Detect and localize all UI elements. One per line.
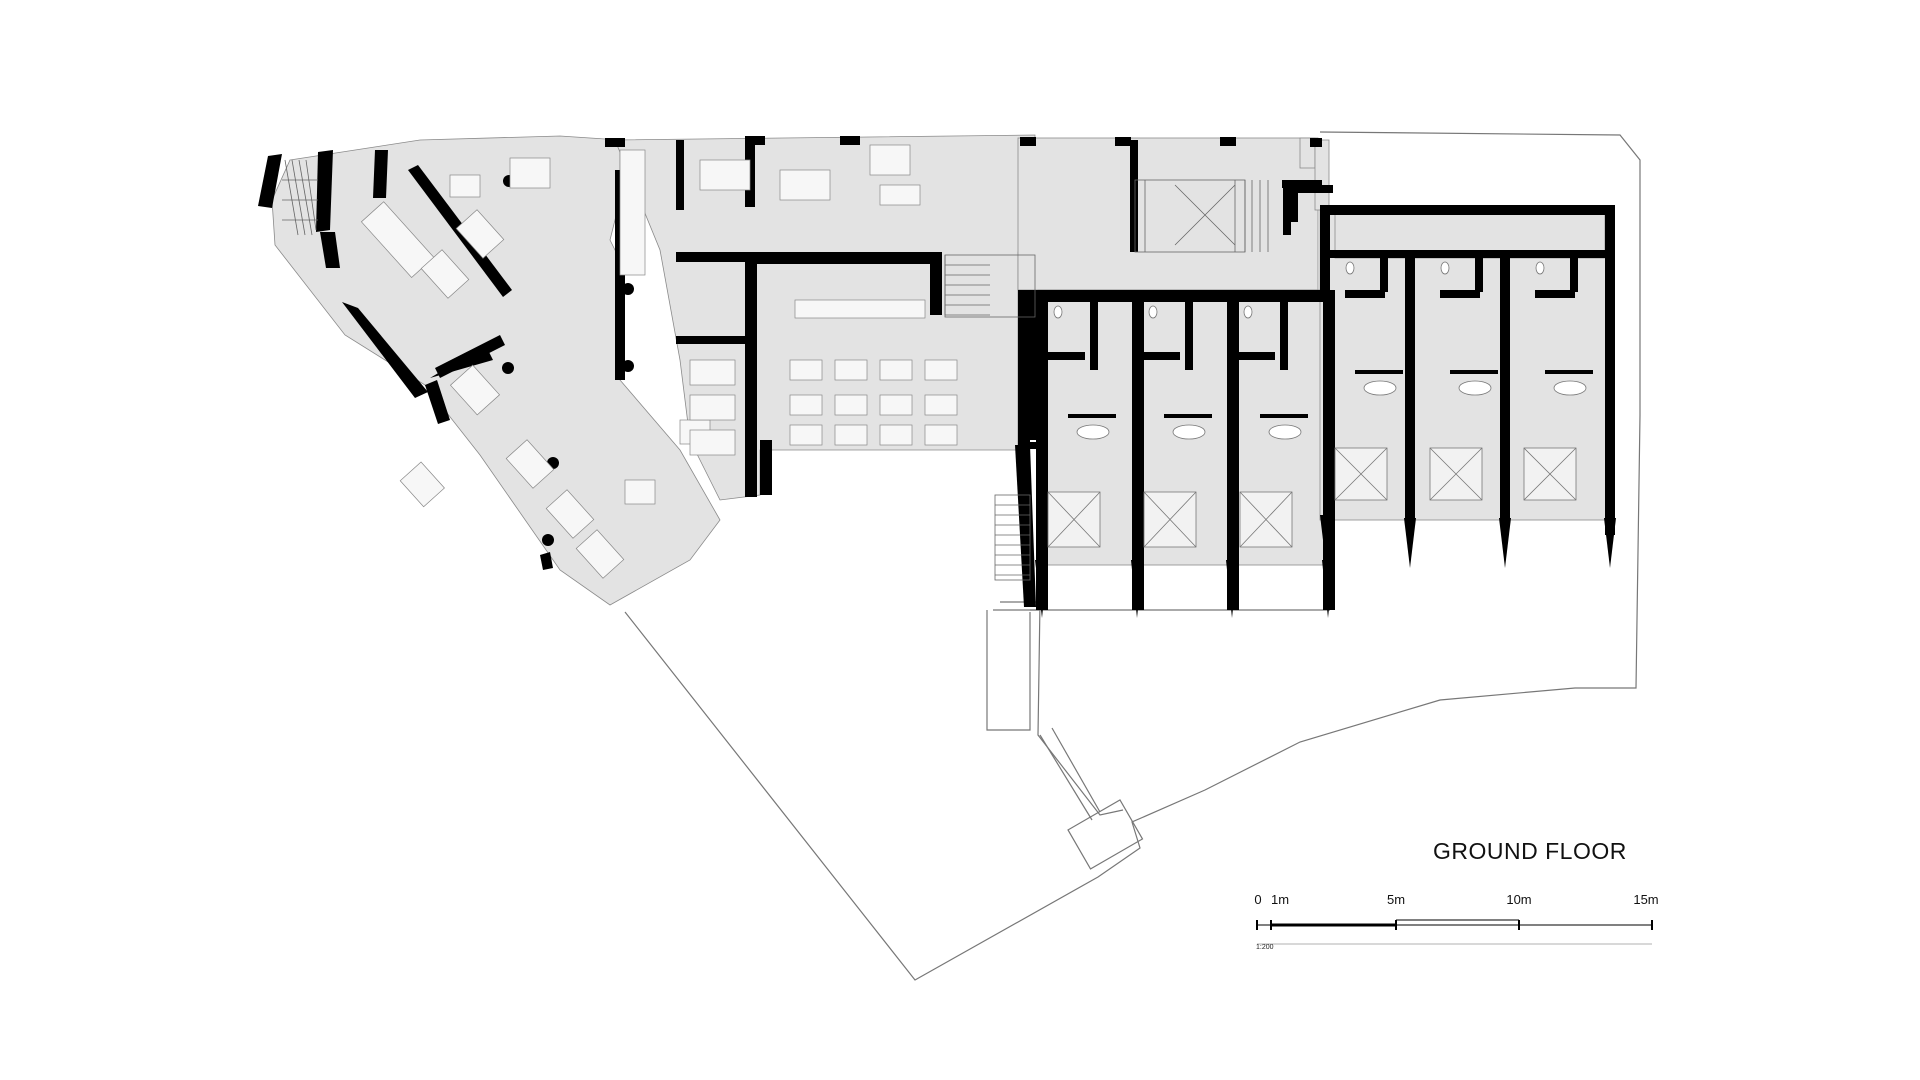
south-stair	[994, 494, 1031, 581]
scale-tick-15m: 15m	[1633, 892, 1659, 907]
central-stair	[944, 254, 1036, 318]
bed-crosses	[1047, 447, 1577, 548]
scale-bar	[1256, 919, 1653, 945]
west-stair	[282, 159, 318, 236]
scale-tick-5m: 5m	[1386, 892, 1406, 907]
drawing-title: GROUND FLOOR	[1433, 838, 1627, 864]
toilets	[1053, 261, 1545, 319]
vanity-counters	[1068, 370, 1593, 418]
furniture	[360, 144, 958, 579]
scale-tick-0: 0	[1254, 892, 1262, 907]
north-stair	[1134, 179, 1269, 253]
bathtubs	[1076, 380, 1587, 440]
walls	[258, 136, 1616, 618]
scale-tick-1m: 1m	[1270, 892, 1290, 907]
staircases	[282, 159, 1269, 581]
scale-tick-10m: 10m	[1506, 892, 1532, 907]
scale-ratio: 1:200	[1256, 944, 1274, 951]
guest-room-fixtures	[1047, 261, 1593, 548]
